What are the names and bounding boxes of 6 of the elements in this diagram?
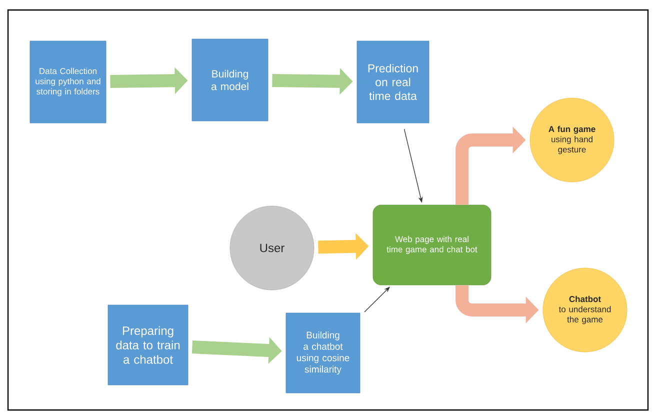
process-box: Preparing data to train a chatbot xyxy=(108,304,188,386)
process-box: Data Collection using python and storing in folders xyxy=(30,40,106,124)
process-box: Web page with real time game and chat bot xyxy=(372,204,492,286)
process-box: Building a chatbot using cosine similarity xyxy=(286,312,360,394)
process-box: Prediction on real time data xyxy=(356,40,430,124)
process-box: Building a model xyxy=(192,38,268,122)
